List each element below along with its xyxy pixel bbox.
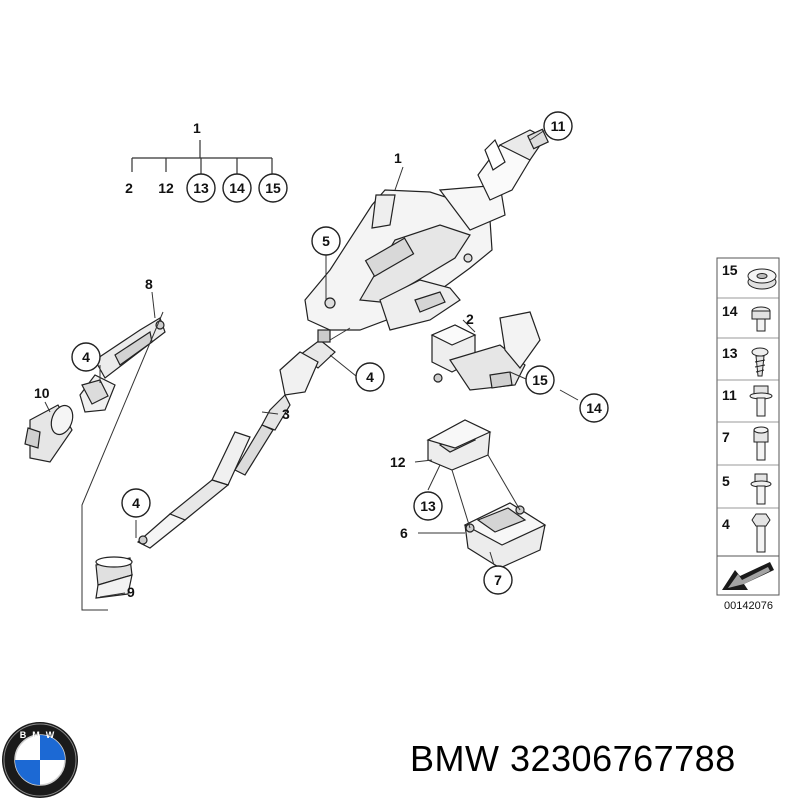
callouts: 1 11 5 8 4 10 4 3 4 9 2 15 14 12 13 6 7 <box>34 111 609 600</box>
control-unit-part-6 <box>463 502 547 569</box>
logo-lettering: BMW <box>20 730 61 740</box>
callout-1: 1 <box>394 150 402 166</box>
callout-3: 3 <box>282 406 290 422</box>
legend-label-11: 11 <box>722 387 737 403</box>
callout-4-lower: 4 <box>132 495 140 511</box>
bolt-washer-icon <box>750 473 772 505</box>
screw-icon <box>751 347 769 377</box>
callout-4-upper: 4 <box>82 349 90 365</box>
direction-arrow-icon <box>716 555 780 596</box>
socket-screw-icon <box>753 426 769 461</box>
motor-part-2 <box>430 311 541 391</box>
stud-icon <box>751 306 771 332</box>
steering-column-drawing <box>136 128 550 549</box>
callout-6: 6 <box>400 525 408 541</box>
legend-label-5: 5 <box>722 473 730 489</box>
tree-child-15: 15 <box>265 180 281 196</box>
tree-child-12: 12 <box>158 180 174 196</box>
hex-bolt-icon <box>751 513 771 553</box>
callout-2: 2 <box>466 311 474 327</box>
tree-child-13: 13 <box>193 180 209 196</box>
hardware-legend: 15 14 13 11 7 5 4 <box>716 257 780 612</box>
boot-part-10 <box>24 404 74 463</box>
callout-12: 12 <box>390 454 406 470</box>
grommet-icon <box>747 268 777 290</box>
bracket-part-12 <box>426 419 492 471</box>
callout-14: 14 <box>586 400 602 416</box>
tree-child-14: 14 <box>229 180 245 196</box>
tube-part-9 <box>95 556 133 599</box>
callout-10: 10 <box>34 385 50 401</box>
tree-child-2: 2 <box>125 180 133 196</box>
callout-13: 13 <box>420 498 436 514</box>
assembly-tree: 1 2 12 13 14 15 <box>125 120 288 203</box>
part-caption: BMW 32306767788 <box>410 738 736 779</box>
leader-lines <box>44 129 579 611</box>
legend-label-14: 14 <box>722 303 738 319</box>
flange-bolt-icon <box>749 385 773 417</box>
callout-4-middle: 4 <box>366 369 374 385</box>
callout-15: 15 <box>532 372 548 388</box>
callout-8: 8 <box>145 276 153 292</box>
joint-part-8 <box>79 317 166 413</box>
callout-5: 5 <box>322 233 330 249</box>
legend-label-7: 7 <box>722 429 730 445</box>
legend-label-13: 13 <box>722 345 738 361</box>
legend-label-4: 4 <box>722 516 730 532</box>
tree-root-label: 1 <box>193 120 201 136</box>
callout-7: 7 <box>494 572 502 588</box>
callout-9: 9 <box>127 584 135 600</box>
drawing-number: 00142076 <box>724 600 773 612</box>
callout-11: 11 <box>551 118 566 134</box>
legend-label-15: 15 <box>722 262 738 278</box>
bmw-logo: BMW <box>2 722 78 798</box>
